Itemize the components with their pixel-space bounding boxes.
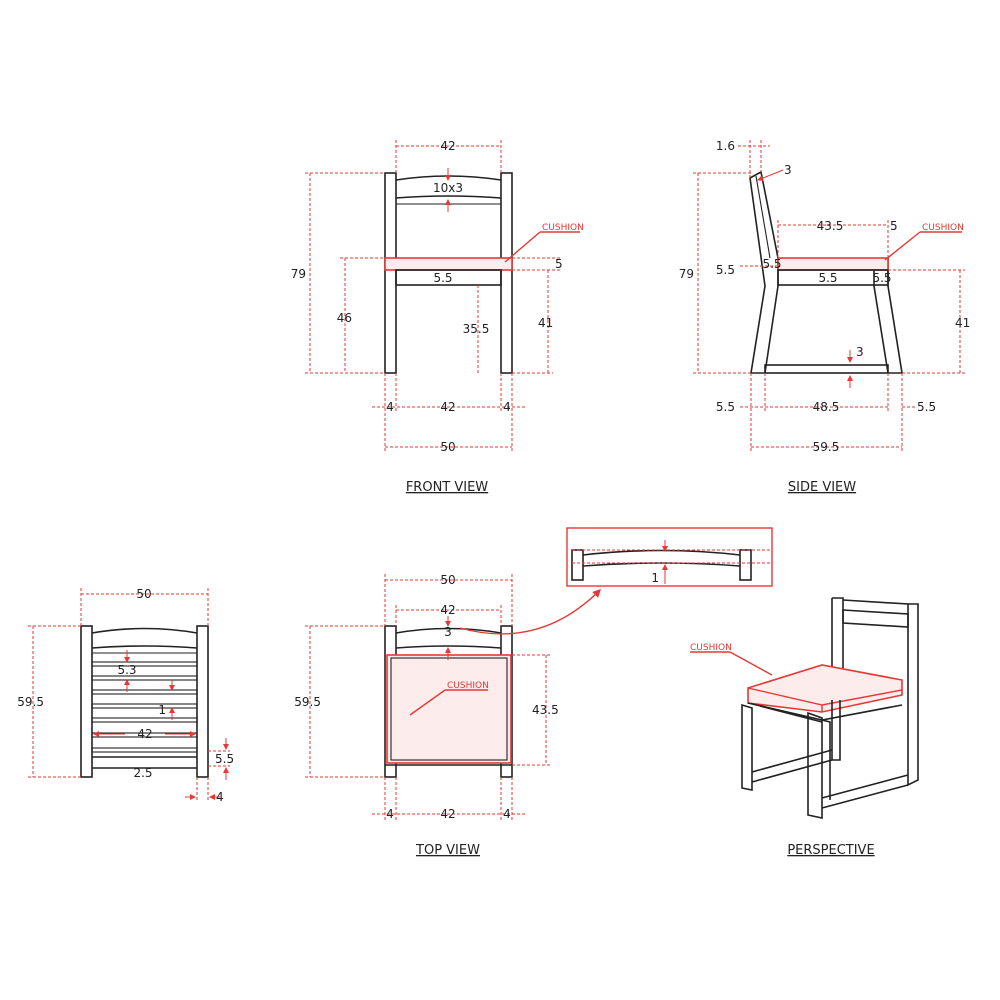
under-leg-square: 5.5 xyxy=(215,752,234,766)
persp-front-left-leg xyxy=(741,703,753,791)
under-width: 50 xyxy=(136,587,151,601)
front-right-leg xyxy=(500,172,513,374)
perspective-title: PERSPECTIVE xyxy=(787,843,874,858)
side-leg-height: 41 xyxy=(955,316,970,330)
top-depth: 59.5 xyxy=(294,695,321,709)
front-backrest-bottom xyxy=(395,195,502,199)
front-seat-rail-dim: 5.5 xyxy=(433,271,452,285)
top-seat-width: 42 xyxy=(440,807,455,821)
front-cushion-thk: 5 xyxy=(555,257,563,271)
side-back-leg xyxy=(749,170,779,374)
front-cushion-label: CUSHION xyxy=(542,223,584,233)
side-seat-rail xyxy=(777,269,889,286)
side-foot-left: 5.5 xyxy=(716,400,735,414)
front-top-width: 42 xyxy=(440,139,455,153)
persp-backrest xyxy=(842,609,909,628)
side-cushion xyxy=(777,257,889,271)
under-right-leg xyxy=(196,625,209,778)
underside-view: 50 59.5 5.3 1 42 2.5 5.5 4 xyxy=(17,587,234,804)
detail-frame xyxy=(566,527,773,587)
side-cushion-thk: 5 xyxy=(890,219,898,233)
side-seat-depth: 43.5 xyxy=(817,219,844,233)
under-slat xyxy=(91,747,198,753)
front-overall-width: 50 xyxy=(440,440,455,454)
under-left-leg xyxy=(80,625,93,778)
front-seat-height: 46 xyxy=(337,311,352,325)
under-slat xyxy=(91,661,198,667)
detail-thk: 1 xyxy=(651,571,659,585)
side-view: 1.6 3 79 43.5 5 5.5 5.5 5.5 5.5 41 3 5.5… xyxy=(679,139,971,495)
detail-box: 1 xyxy=(566,527,773,587)
front-height: 79 xyxy=(291,267,306,281)
side-base: 48.5 xyxy=(813,400,840,414)
under-slat xyxy=(91,675,198,681)
top-right-leg-width: 4 xyxy=(503,807,511,821)
under-slat xyxy=(91,703,198,709)
under-depth: 59.5 xyxy=(17,695,44,709)
side-back-thk: 3 xyxy=(784,163,792,177)
side-rail-mid: 5.5 xyxy=(818,271,837,285)
top-back-thk: 3 xyxy=(444,625,452,639)
under-slat xyxy=(91,732,198,738)
top-left-leg-width: 4 xyxy=(386,807,394,821)
top-cushion xyxy=(386,654,512,764)
under-leg-width: 4 xyxy=(216,790,224,804)
front-seat-rail xyxy=(395,269,502,286)
under-slat-length: 42 xyxy=(137,727,152,741)
front-left-leg xyxy=(384,172,397,374)
front-stretcher-height: 35.5 xyxy=(463,322,490,336)
top-inner-width: 42 xyxy=(440,603,455,617)
front-inner-width: 42 xyxy=(440,400,455,414)
side-foot-right: 5.5 xyxy=(917,400,936,414)
front-cushion xyxy=(384,257,513,271)
side-rail-left: 5.5 xyxy=(716,263,735,277)
under-back-top xyxy=(91,627,198,634)
side-cushion-label: CUSHION xyxy=(922,223,964,233)
top-view: 50 42 3 59.5 43.5 4 42 4 CUSHION TOP VIE… xyxy=(294,573,601,858)
under-slat xyxy=(91,689,198,695)
top-view-title: TOP VIEW xyxy=(415,843,480,858)
front-view-title: FRONT VIEW xyxy=(406,480,488,495)
front-backrest-size: 10x3 xyxy=(433,181,463,195)
under-slat-thk: 1 xyxy=(158,703,166,717)
top-back-edge xyxy=(395,627,502,634)
top-cushion-depth: 43.5 xyxy=(532,703,559,717)
detail-pointer-arrow xyxy=(459,589,601,635)
under-slat-gap: 5.3 xyxy=(117,663,136,677)
under-slat xyxy=(91,717,198,723)
side-overall-depth: 59.5 xyxy=(813,440,840,454)
front-left-leg-width: 4 xyxy=(386,400,394,414)
persp-cushion-label: CUSHION xyxy=(690,643,732,653)
front-view: 42 10x3 79 46 5.5 5 35.5 41 4 42 4 50 xyxy=(291,139,584,495)
persp-front-right-leg xyxy=(807,711,823,819)
top-width: 50 xyxy=(440,573,455,587)
side-view-title: SIDE VIEW xyxy=(788,480,856,495)
under-gap: 2.5 xyxy=(133,766,152,780)
side-height: 79 xyxy=(679,267,694,281)
persp-back-left-leg xyxy=(832,597,844,690)
side-tilt: 1.6 xyxy=(716,139,735,153)
front-leg-height: 41 xyxy=(538,316,553,330)
top-cushion-label: CUSHION xyxy=(447,681,489,691)
front-right-leg-width: 4 xyxy=(503,400,511,414)
side-rail-left-2: 5.5 xyxy=(762,257,781,271)
perspective-view: CUSHION PERSPECTIVE xyxy=(690,597,919,858)
side-bottom-stretcher xyxy=(764,364,889,374)
side-rail-right: 5.5 xyxy=(872,271,891,285)
side-bottom-thk: 3 xyxy=(856,345,864,359)
